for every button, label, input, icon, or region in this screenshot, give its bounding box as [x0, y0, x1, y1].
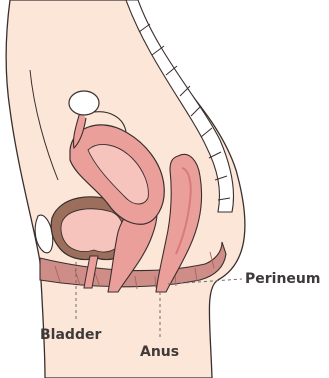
- anus-label: Anus: [140, 344, 179, 360]
- bladder-label: Bladder: [40, 327, 101, 343]
- perineum-label: Perineum: [245, 271, 320, 287]
- ovary: [69, 91, 99, 115]
- bladder-inner: [61, 209, 123, 252]
